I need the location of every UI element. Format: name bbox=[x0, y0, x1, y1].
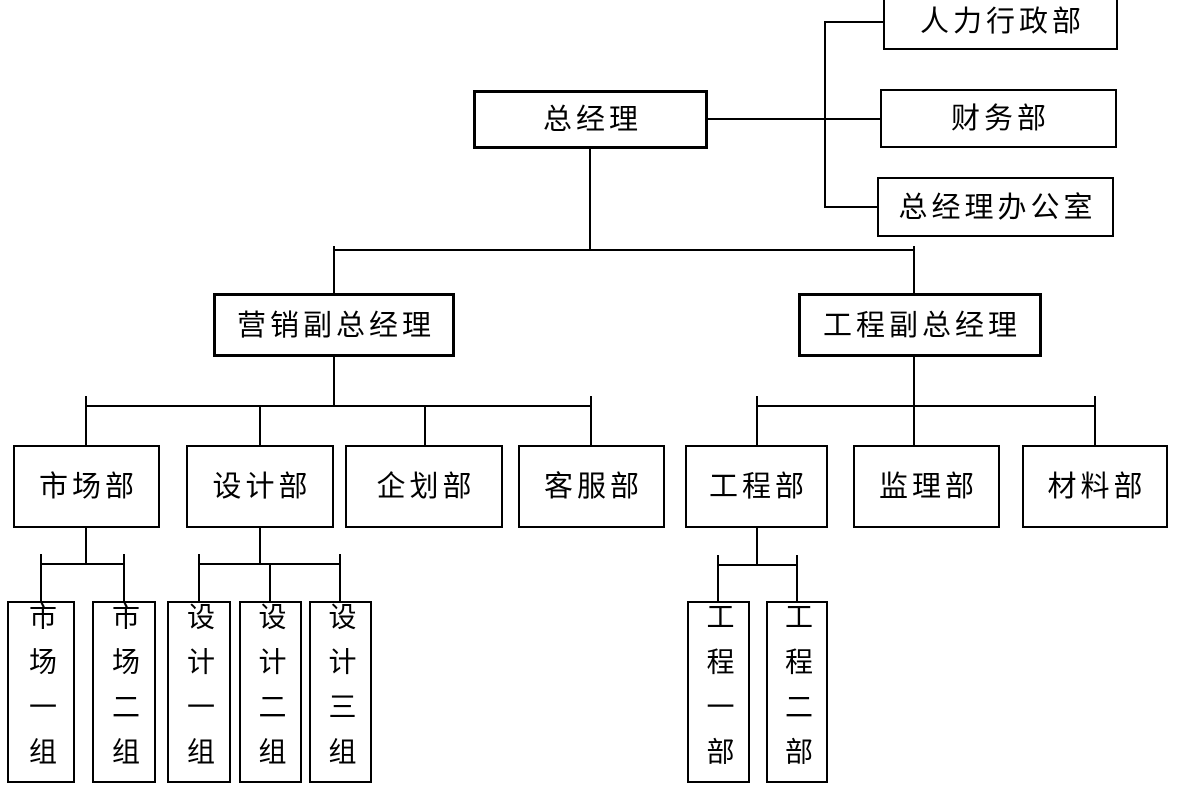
org-node-label: 人力行政部 bbox=[919, 4, 1085, 38]
org-node-materials-dept: 材料部 bbox=[1022, 445, 1168, 528]
org-node-design-team-3: 设计三组 bbox=[309, 601, 372, 783]
org-node-label: 市场一组 bbox=[25, 602, 58, 782]
connector-line bbox=[756, 396, 758, 445]
org-node-planning-dept: 企划部 bbox=[345, 445, 503, 528]
org-node-label: 客服部 bbox=[543, 469, 643, 503]
org-node-engineering-team-1: 工程一部 bbox=[687, 601, 750, 783]
org-node-marketing-deputy-gm: 营销副总经理 bbox=[213, 293, 455, 357]
org-node-label: 总经理 bbox=[542, 102, 642, 136]
connector-line bbox=[339, 554, 341, 601]
connector-line bbox=[796, 555, 798, 601]
connector-line bbox=[198, 554, 200, 601]
org-node-label: 营销副总经理 bbox=[236, 307, 435, 342]
org-node-finance-dept: 财务部 bbox=[880, 89, 1117, 148]
org-node-label: 设计三组 bbox=[324, 602, 358, 782]
connector-line bbox=[123, 554, 125, 601]
org-node-label: 企划部 bbox=[376, 469, 476, 503]
org-node-label: 材料部 bbox=[1047, 469, 1147, 503]
connector-line bbox=[40, 563, 125, 565]
org-node-general-manager: 总经理 bbox=[473, 90, 708, 149]
org-node-label: 市场部 bbox=[38, 469, 138, 503]
connector-line bbox=[589, 149, 591, 250]
org-node-label: 总经理办公室 bbox=[898, 189, 1097, 224]
org-node-label: 设计部 bbox=[212, 469, 312, 503]
org-node-label: 设计一组 bbox=[183, 602, 216, 782]
org-node-gm-office: 总经理办公室 bbox=[877, 177, 1114, 237]
connector-line bbox=[269, 563, 271, 601]
connector-line bbox=[717, 564, 798, 566]
connector-line bbox=[708, 118, 882, 120]
connector-line bbox=[85, 528, 87, 564]
org-node-design-dept: 设计部 bbox=[186, 445, 334, 528]
connector-line bbox=[913, 405, 915, 445]
org-node-label: 工程二部 bbox=[781, 602, 814, 782]
org-node-label: 设计二组 bbox=[254, 602, 288, 782]
connector-line bbox=[333, 357, 335, 406]
org-node-design-team-1: 设计一组 bbox=[167, 601, 231, 783]
connector-line bbox=[590, 396, 592, 445]
org-node-engineering-deputy-gm: 工程副总经理 bbox=[798, 293, 1042, 357]
connector-line bbox=[259, 528, 261, 564]
org-node-engineering-team-2: 工程二部 bbox=[766, 601, 828, 783]
connector-line bbox=[756, 528, 758, 565]
org-node-label: 工程一部 bbox=[702, 602, 736, 782]
org-node-engineering-dept: 工程部 bbox=[685, 445, 828, 528]
org-node-market-team-2: 市场二组 bbox=[92, 601, 156, 783]
org-node-label: 工程部 bbox=[708, 469, 808, 503]
connector-line bbox=[826, 206, 878, 208]
org-node-market-team-1: 市场一组 bbox=[7, 601, 75, 783]
connector-line bbox=[1094, 396, 1096, 445]
org-node-design-team-2: 设计二组 bbox=[239, 601, 302, 783]
org-node-label: 监理部 bbox=[878, 469, 978, 503]
connector-line bbox=[333, 249, 915, 251]
connector-line bbox=[40, 554, 42, 601]
connector-line bbox=[259, 405, 261, 445]
connector-line bbox=[913, 246, 915, 293]
connector-line bbox=[826, 21, 883, 23]
connector-line bbox=[424, 405, 426, 445]
org-node-label: 财务部 bbox=[950, 101, 1050, 135]
org-node-label: 市场二组 bbox=[108, 602, 141, 782]
connector-line bbox=[756, 405, 1096, 407]
connector-line bbox=[85, 405, 592, 407]
connector-line bbox=[913, 357, 915, 406]
connector-line bbox=[333, 246, 335, 293]
connector-line bbox=[824, 21, 826, 208]
org-node-market-dept: 市场部 bbox=[13, 445, 160, 528]
org-node-label: 工程副总经理 bbox=[822, 307, 1021, 342]
connector-line bbox=[717, 555, 719, 601]
org-node-customer-service-dept: 客服部 bbox=[518, 445, 665, 528]
org-node-supervision-dept: 监理部 bbox=[853, 445, 1000, 528]
org-node-hr-admin-dept: 人力行政部 bbox=[883, 0, 1118, 50]
connector-line bbox=[85, 396, 87, 445]
